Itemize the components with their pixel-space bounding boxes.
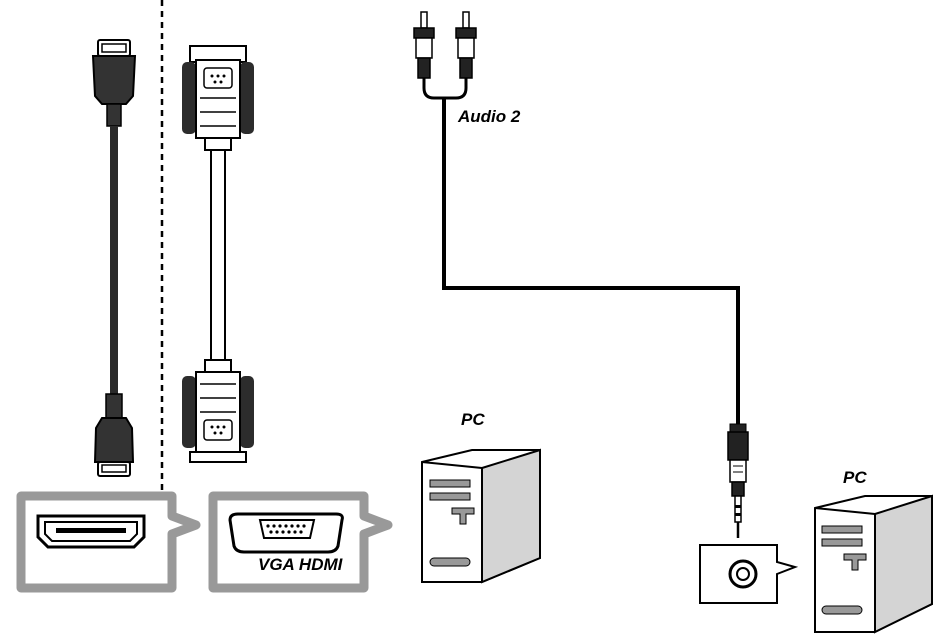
vga-cable-icon: [182, 45, 254, 463]
pc-tower-icon: [421, 448, 541, 584]
audio-label: Audio 2: [457, 107, 521, 126]
pc-label-right: PC: [843, 468, 867, 487]
rca-audio-cable-icon: [413, 11, 749, 538]
pc-tower-icon: [814, 494, 933, 634]
vga-port-icon: [208, 491, 393, 593]
port-caption-label: VGA HDMI: [258, 555, 344, 574]
pc-label-left: PC: [461, 410, 485, 429]
hdmi-cable-icon: [91, 39, 137, 477]
hdmi-port-icon: [16, 491, 201, 593]
audio-jack-port-icon: [699, 544, 799, 604]
